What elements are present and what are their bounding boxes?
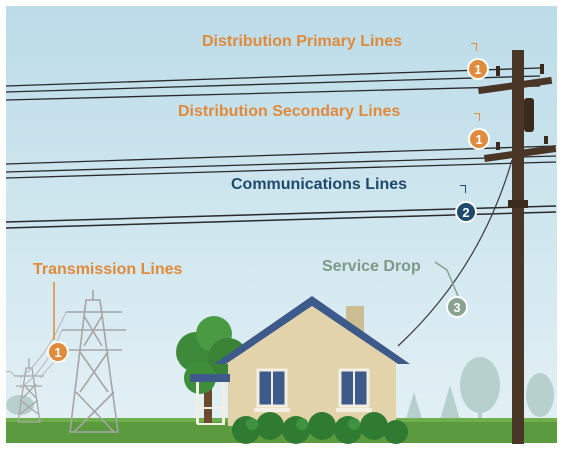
distribution-primary-wires	[5, 67, 541, 101]
label-transmission: Transmission Lines	[33, 261, 183, 278]
service-drop-wire	[397, 159, 513, 347]
badge-distribution-primary: 1	[467, 58, 489, 80]
label-distribution-secondary: Distribution Secondary Lines	[178, 103, 401, 120]
shrubs	[232, 412, 408, 444]
badge-transmission: 1	[47, 341, 69, 363]
background-trees	[6, 357, 554, 425]
transmission-tower-large	[62, 290, 126, 433]
tree	[176, 316, 248, 425]
leader-tick-communications	[460, 185, 466, 193]
badge-communications: 2	[455, 201, 477, 223]
leader-lines	[53, 261, 459, 340]
badge-distribution-secondary: 1	[468, 128, 490, 150]
badge-service-drop: 3	[446, 296, 468, 318]
label-service-drop: Service Drop	[322, 258, 421, 275]
distribution-secondary-wires	[5, 145, 557, 179]
label-distribution-primary: Distribution Primary Lines	[202, 33, 403, 50]
utility-pole	[477, 50, 557, 444]
leader-tick-secondary	[474, 113, 480, 121]
label-communications: Communications Lines	[231, 176, 408, 193]
leader-tick-primary	[471, 43, 477, 51]
